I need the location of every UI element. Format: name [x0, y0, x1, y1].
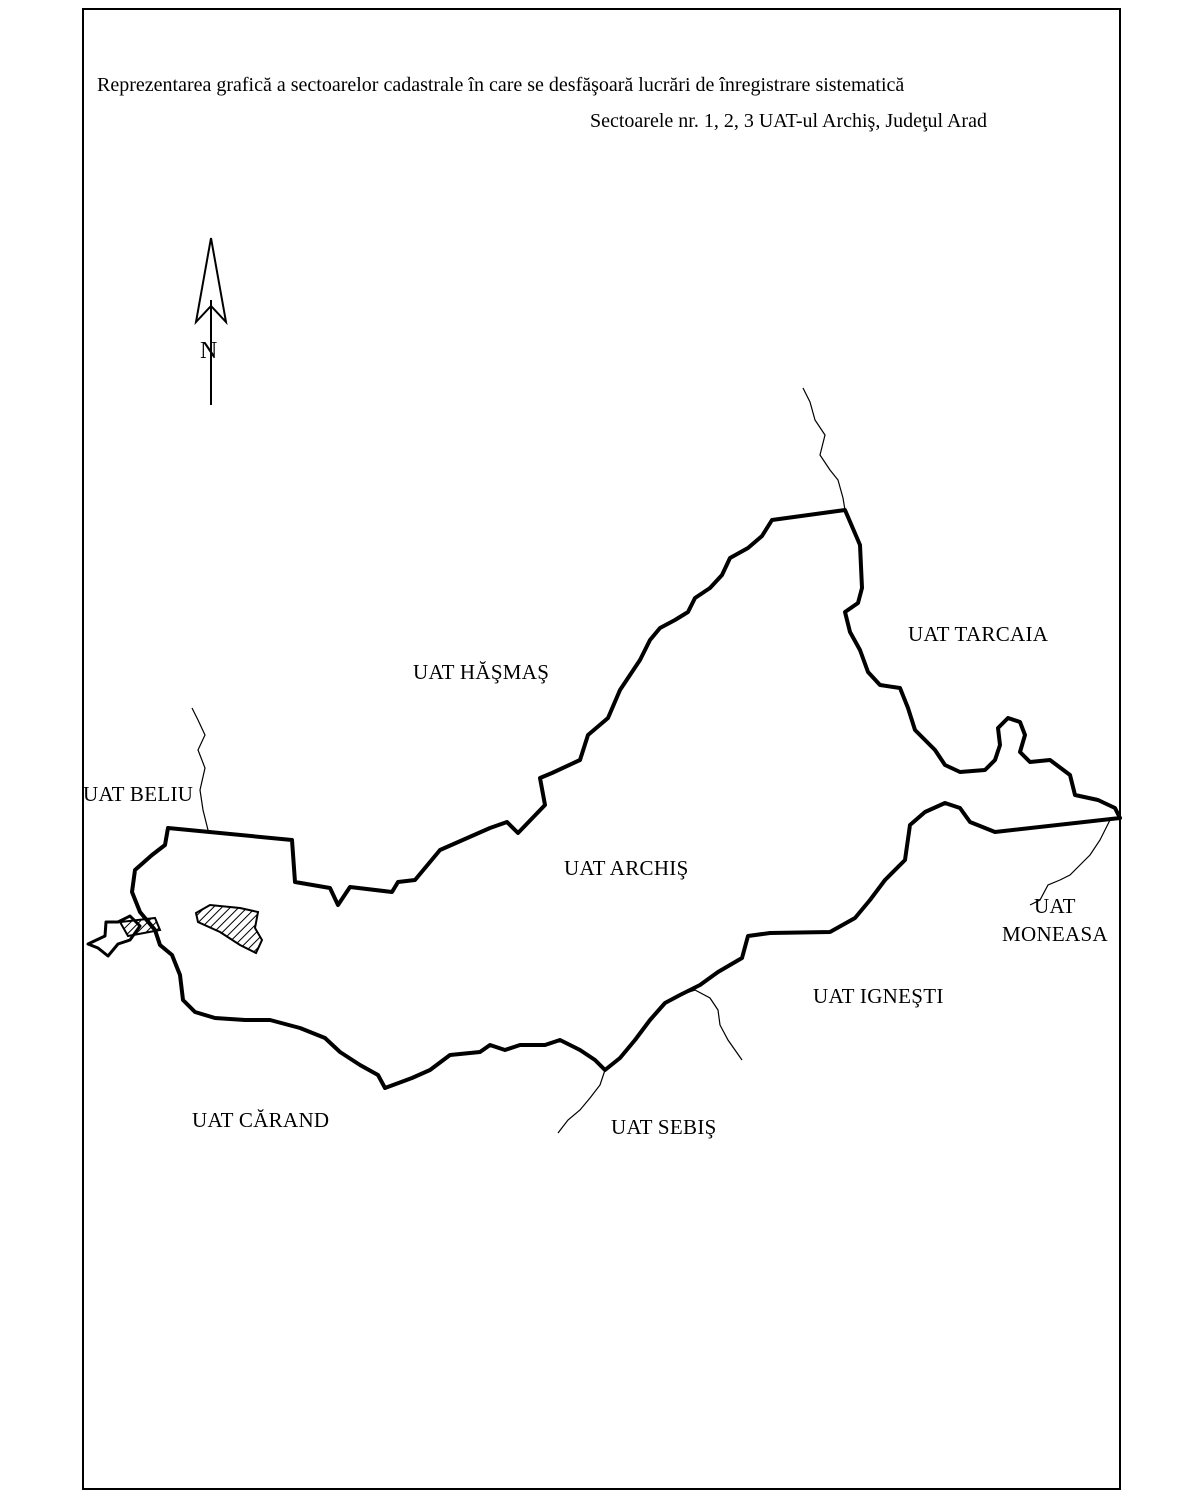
- archis-boundary: [130, 508, 1122, 1090]
- map-subtitle: Sectoarele nr. 1, 2, 3 UAT-ul Archiş, Ju…: [590, 110, 987, 132]
- label-carand: UAT CĂRAND: [192, 1108, 330, 1132]
- label-hasmas: UAT HĂŞMAŞ: [413, 660, 550, 684]
- north-letter: N: [200, 338, 218, 364]
- sector-hatch-1: [118, 916, 162, 938]
- label-moneasa-line1: UAT: [1034, 894, 1076, 918]
- north-arrow-icon: [194, 237, 228, 405]
- map-title: Reprezentarea grafică a sectoarelor cada…: [97, 74, 905, 96]
- label-moneasa-line2: MONEASA: [1002, 922, 1108, 946]
- neighbour-boundaries: [191, 387, 1111, 1134]
- label-tarcaia: UAT TARCAIA: [908, 622, 1049, 646]
- label-ignesti: UAT IGNEŞTI: [813, 984, 944, 1008]
- label-sebis: UAT SEBIŞ: [611, 1115, 717, 1139]
- sector-hatch-2: [194, 903, 264, 955]
- label-archis: UAT ARCHIŞ: [564, 856, 689, 880]
- label-beliu: UAT BELIU: [83, 782, 194, 806]
- map-frame: [82, 8, 1121, 1490]
